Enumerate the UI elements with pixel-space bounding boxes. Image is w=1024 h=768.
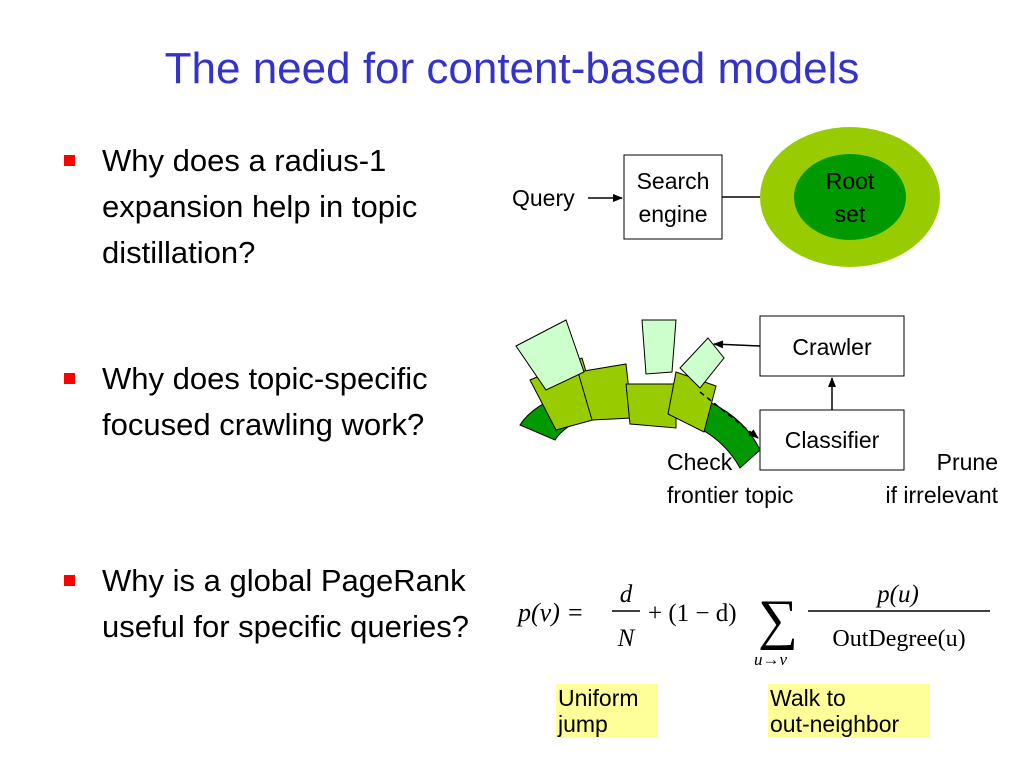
frontier-leaf-shape: [641, 319, 677, 375]
crawling-diagram: Crawler Classifier Check frontier topic …: [515, 315, 999, 508]
bullet-item: Why is a global PageRank useful for spec…: [60, 558, 480, 650]
uniform-jump-line1: Uniform: [558, 685, 639, 711]
crawler-label: Crawler: [792, 334, 872, 360]
formula-denominator: OutDegree(u): [832, 626, 965, 652]
formula-numerator: p(u): [875, 581, 919, 608]
root-set-ellipse: [794, 154, 906, 240]
walk-line2: out-neighbor: [770, 711, 900, 737]
formula-sum-subscript: u→v: [754, 650, 788, 669]
bullet-text: Why does a radius-1 expansion help in to…: [102, 143, 418, 270]
bullet-square-icon: [64, 373, 75, 384]
bullet-square-icon: [64, 575, 75, 586]
root-set-label-line1: Root: [826, 168, 875, 194]
search-diagram: Query Search engine Root set: [512, 127, 940, 267]
frontier-blade-shape: [625, 383, 677, 429]
search-engine-label-line1: Search: [637, 168, 710, 194]
uniform-jump-line2: jump: [558, 711, 608, 737]
check-label-line2: frontier topic: [667, 482, 794, 508]
frontier-leaf-shape: [515, 319, 585, 391]
prune-label-line2: if irrelevant: [886, 482, 999, 508]
bullet-item: Why does a radius-1 expansion help in to…: [60, 138, 480, 276]
prune-label-line1: Prune: [937, 449, 998, 475]
search-engine-box: [623, 154, 723, 240]
frontier-leaf-shape: [679, 337, 725, 389]
formula-sum-symbol: ∑: [758, 589, 798, 651]
bullet-text: Why is a global PageRank useful for spec…: [102, 563, 470, 644]
walk-to-out-neighbor-label: Walk to out-neighbor: [768, 684, 930, 738]
search-engine-label-line2: engine: [638, 201, 707, 227]
formula-lhs: p(v) =: [516, 598, 584, 627]
crawler-to-frontier-arrow: [713, 340, 761, 349]
formula-plus-term: + (1 − d): [648, 600, 737, 627]
pagerank-formula: p(v) = d N + (1 − d) ∑ u→v p(u) OutDegre…: [516, 581, 990, 669]
bullet-square-icon: [64, 155, 75, 166]
formula-d: d: [620, 581, 633, 608]
uniform-jump-label: Uniform jump: [556, 684, 658, 738]
query-label: Query: [512, 185, 575, 211]
slide-title: The need for content-based models: [164, 44, 860, 93]
root-set-label-line2: set: [835, 201, 866, 227]
frontier-to-classifier-dashed-arrow: [699, 391, 759, 439]
bullet-item: Why does topic-specific focused crawling…: [60, 356, 480, 448]
bullet-text: Why does topic-specific focused crawling…: [102, 361, 428, 442]
classifier-label: Classifier: [785, 427, 880, 453]
walk-line1: Walk to: [770, 685, 846, 711]
classifier-box: [759, 409, 905, 471]
formula-N: N: [617, 625, 636, 652]
check-label-line1: Check: [667, 449, 733, 475]
crawler-box: [759, 315, 905, 377]
